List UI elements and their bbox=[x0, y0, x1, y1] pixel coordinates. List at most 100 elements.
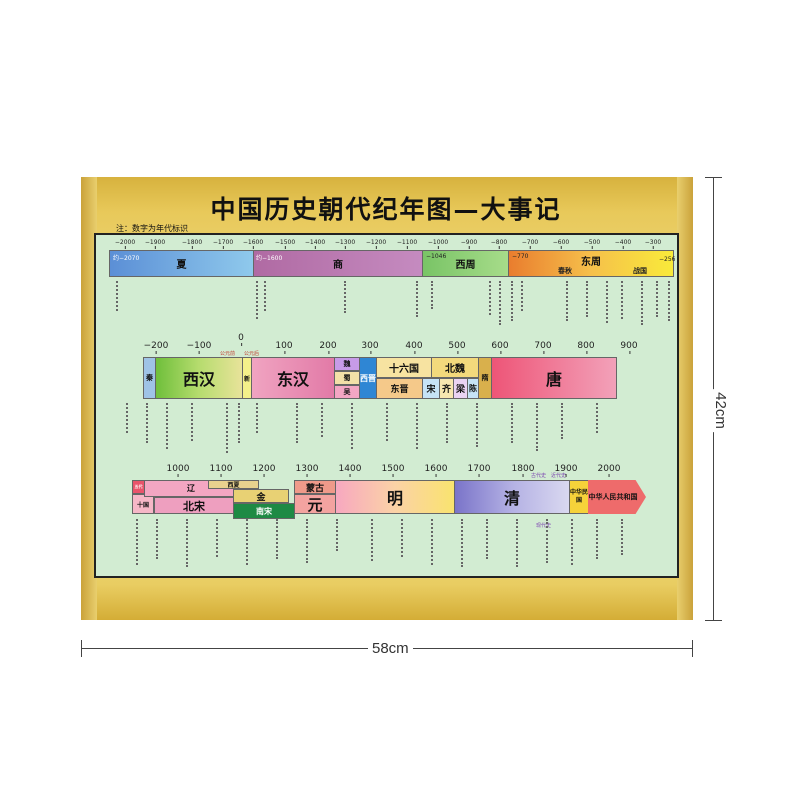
dynasty-menggu-label: 蒙古 bbox=[305, 483, 324, 494]
event-marker bbox=[586, 281, 590, 317]
row3-tick: 1400 bbox=[338, 464, 362, 477]
dynasty-chen-label: 陈 bbox=[469, 383, 477, 393]
row1-tick: −1000 bbox=[427, 239, 449, 249]
era-modern-label: 近代史 bbox=[551, 473, 567, 479]
era-contemporary-label: 现代史 bbox=[536, 523, 552, 529]
dynasty-qing: 清 bbox=[454, 480, 570, 514]
row1-tick: −500 bbox=[583, 239, 601, 249]
event-marker bbox=[668, 281, 672, 321]
event-marker bbox=[566, 281, 570, 321]
dynasty-minguo: 中华民国 bbox=[569, 480, 589, 514]
dynasty-jin-label: 金 bbox=[256, 492, 266, 503]
row1-tick: −400 bbox=[614, 239, 632, 249]
row1-tick: −2000 bbox=[114, 239, 136, 249]
event-marker bbox=[546, 519, 550, 563]
dynasty-nansong: 南宋 bbox=[233, 503, 295, 519]
row1-tick: −700 bbox=[521, 239, 539, 249]
dynasty-prc-label: 中华人民共和国 bbox=[588, 492, 638, 501]
dynasty-tang: 唐 bbox=[491, 357, 617, 399]
dynasty-wu: 吴 bbox=[334, 385, 360, 399]
event-marker bbox=[571, 519, 575, 565]
dynasty-dongjin-label: 东晋 bbox=[390, 385, 409, 395]
event-marker bbox=[191, 403, 195, 441]
event-marker bbox=[596, 403, 600, 433]
row3-tick: 2000 bbox=[597, 464, 621, 477]
era-ancient-label: 古代史 bbox=[531, 473, 547, 479]
event-marker bbox=[344, 281, 348, 313]
dynasty-song-south: 宋 bbox=[422, 378, 440, 399]
chunqiu-label: 春秋 bbox=[558, 267, 572, 275]
row1-tick: −1300 bbox=[334, 239, 356, 249]
event-marker bbox=[321, 403, 325, 437]
event-marker bbox=[446, 403, 450, 443]
era-bce-label: 公元前 bbox=[220, 351, 236, 357]
dynasty-dongjin: 东晋 bbox=[376, 378, 423, 399]
event-marker bbox=[386, 403, 390, 441]
row1-tick: −1500 bbox=[274, 239, 296, 249]
event-marker bbox=[489, 281, 493, 315]
dynasty-shang-label: 商 bbox=[333, 260, 343, 271]
row1-tick: −900 bbox=[460, 239, 478, 249]
dynasty-qing-label: 清 bbox=[503, 489, 520, 508]
event-marker bbox=[238, 403, 242, 443]
event-marker bbox=[371, 519, 375, 561]
dynasty-shiliuguo: 十六国 bbox=[376, 357, 432, 378]
row3-tick: 1600 bbox=[424, 464, 448, 477]
row2-tick: 300 bbox=[361, 341, 379, 354]
event-marker bbox=[226, 403, 230, 453]
xizhou-start-year: −1046 bbox=[426, 253, 447, 260]
event-marker bbox=[596, 519, 600, 559]
row3-tick: 1100 bbox=[209, 464, 233, 477]
row1-tick: −1600 bbox=[242, 239, 264, 249]
row1-tick: −1400 bbox=[304, 239, 326, 249]
row1-tick: −1700 bbox=[212, 239, 234, 249]
width-dimension-tick-right bbox=[692, 640, 693, 657]
dynasty-shang: 商 bbox=[253, 250, 423, 277]
dynasty-dongzhou: 东周 bbox=[508, 250, 674, 277]
row2-tick: 200 bbox=[319, 341, 337, 354]
event-marker bbox=[186, 519, 190, 567]
row1-tick: −600 bbox=[552, 239, 570, 249]
height-dimension-tick-top bbox=[705, 177, 722, 178]
dynasty-tang-label: 唐 bbox=[545, 370, 562, 389]
event-marker bbox=[256, 281, 260, 319]
event-marker bbox=[536, 403, 540, 451]
dynasty-wu-label: 吴 bbox=[343, 387, 351, 396]
row2-tick: 700 bbox=[534, 341, 552, 354]
dynasty-xizhou-label: 西周 bbox=[455, 260, 476, 271]
event-marker bbox=[156, 519, 160, 559]
dynasty-beisong-label: 北宋 bbox=[183, 499, 205, 513]
dynasty-shiguo: 十国 bbox=[132, 494, 154, 514]
height-dimension-tick-bottom bbox=[705, 620, 722, 621]
width-dimension-tick-left bbox=[81, 640, 82, 657]
row2-tick: −200 bbox=[143, 341, 169, 354]
dynasty-donghan: 东汉 bbox=[251, 357, 335, 399]
dynasty-xijin: 西晋 bbox=[359, 357, 377, 399]
dynasty-xin-label: 新 bbox=[243, 375, 250, 383]
event-marker bbox=[216, 519, 220, 557]
dynasty-sui: 隋 bbox=[478, 357, 492, 399]
row1-tick: −1900 bbox=[144, 239, 166, 249]
dynasty-yuan-label: 元 bbox=[307, 495, 323, 514]
event-marker bbox=[256, 403, 260, 433]
row2-tick: 0 bbox=[238, 333, 244, 346]
row3-tick: 1300 bbox=[295, 464, 319, 477]
row2-tick: 800 bbox=[577, 341, 595, 354]
poster: 中国历史朝代纪年图—大事记 注：数字为年代标识 −2000 −1900 −180… bbox=[81, 177, 693, 620]
dynasty-beiwei-label: 北魏 bbox=[445, 364, 465, 375]
dynasty-beiwei: 北魏 bbox=[431, 357, 479, 378]
row3-tick: 1000 bbox=[166, 464, 190, 477]
dynasty-qi: 齐 bbox=[439, 378, 454, 399]
event-marker bbox=[431, 519, 435, 565]
dynasty-liang: 梁 bbox=[453, 378, 468, 399]
dynasty-xixia-label: 西夏 bbox=[227, 482, 240, 489]
event-marker bbox=[606, 281, 610, 323]
event-marker bbox=[306, 519, 310, 563]
event-marker bbox=[511, 403, 515, 443]
event-marker bbox=[561, 403, 565, 439]
row1-tick: −1100 bbox=[396, 239, 418, 249]
dynasty-xia: 夏 bbox=[109, 250, 254, 277]
event-marker bbox=[351, 403, 355, 449]
event-marker bbox=[476, 403, 480, 447]
dynasty-shu-label: 蜀 bbox=[343, 373, 351, 382]
